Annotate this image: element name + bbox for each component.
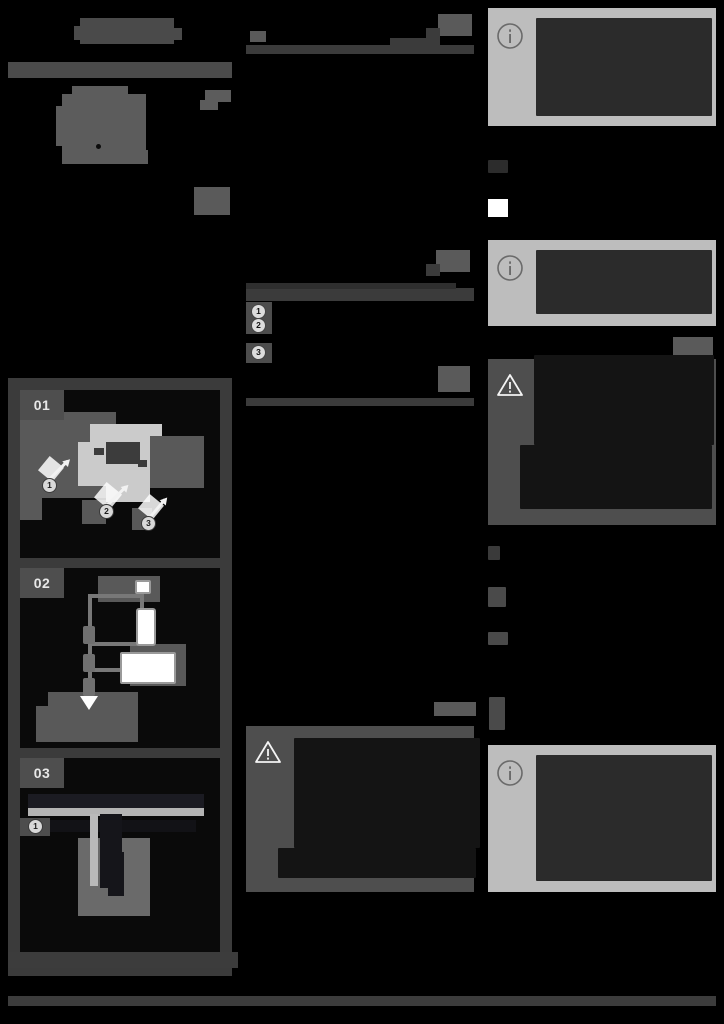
panel-badge-03: 03 <box>20 758 64 788</box>
step-marker-3[interactable]: 3 <box>251 345 266 360</box>
illustration-tag-c <box>194 187 230 215</box>
page-title <box>8 62 232 78</box>
right-marker-b <box>488 199 508 217</box>
middle-column: 1 2 3 <box>240 0 480 1024</box>
warning-triangle-icon <box>246 726 290 764</box>
right-list-marker-1 <box>488 546 500 560</box>
callout-pin-1[interactable]: 1 <box>42 478 57 493</box>
warning-callout-bottom <box>246 726 480 892</box>
figure-panel-stack: 1 2 3 01 <box>8 378 232 976</box>
callout-pin-1[interactable]: 1 <box>28 819 43 834</box>
brand-logo <box>74 18 182 44</box>
left-column: 1 2 3 01 <box>0 0 240 1024</box>
step-marker-2[interactable]: 2 <box>251 318 266 333</box>
right-list-marker-4 <box>489 697 505 730</box>
right-column <box>480 0 724 1024</box>
footer-rule <box>8 996 716 1006</box>
right-list-marker-2 <box>488 587 506 607</box>
info-circle-icon <box>488 240 532 282</box>
illustration-tag-b <box>200 100 218 110</box>
callout-pin-2[interactable]: 2 <box>99 504 114 519</box>
panel-badge-01: 01 <box>20 390 64 420</box>
info-callout-3 <box>488 745 716 892</box>
right-list-marker-3 <box>488 632 508 645</box>
panel-badge-02: 02 <box>20 568 64 598</box>
illustration-marker-dot <box>96 144 101 149</box>
warning-callout-tab <box>673 337 713 359</box>
figure-panel-03: 1 03 <box>20 758 220 964</box>
info-circle-icon <box>488 745 532 787</box>
warning-triangle-icon <box>488 359 532 397</box>
info-callout-2 <box>488 240 716 326</box>
middle-warning-tab <box>434 702 476 716</box>
right-marker-a <box>488 160 508 173</box>
figure-panel-02: 02 <box>20 568 220 748</box>
step-marker-1[interactable]: 1 <box>251 304 266 319</box>
footer-left-block <box>8 952 238 968</box>
warning-callout-right <box>488 355 716 525</box>
info-callout-1 <box>488 8 716 126</box>
illustration-tag-a <box>205 90 231 102</box>
info-circle-icon <box>488 8 532 50</box>
callout-pin-3[interactable]: 3 <box>141 516 156 531</box>
figure-panel-01: 1 2 3 01 <box>20 390 220 558</box>
